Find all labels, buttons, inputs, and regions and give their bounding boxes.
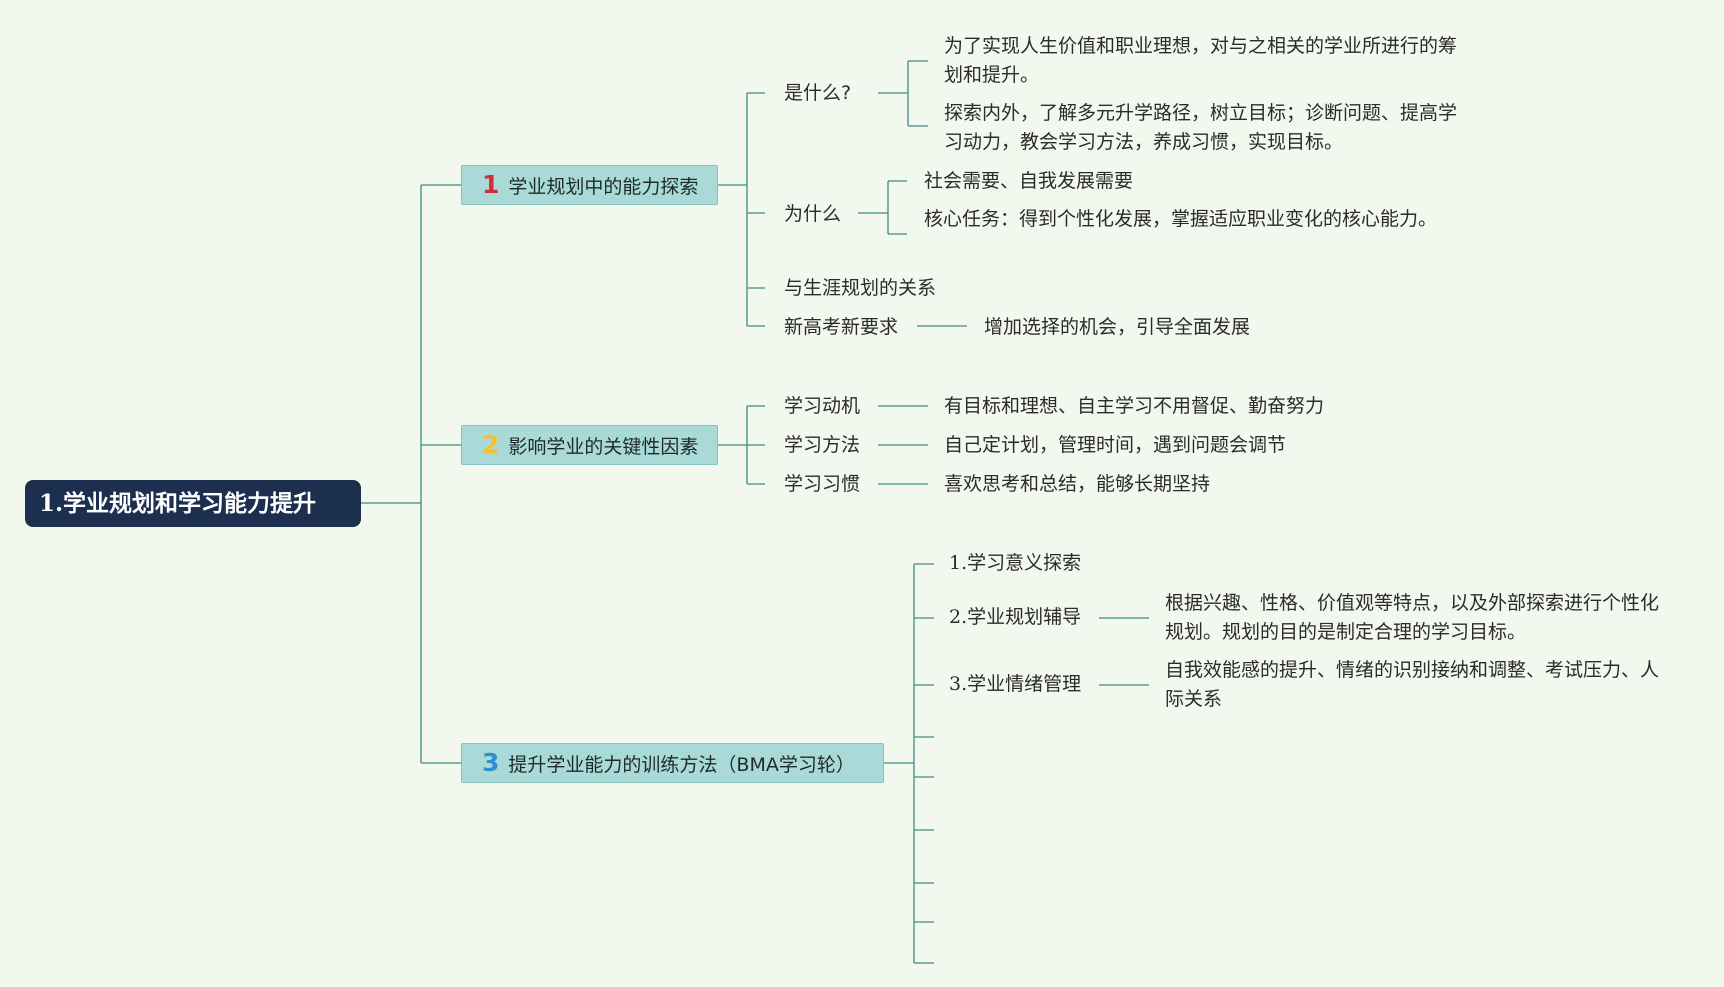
topic-why[interactable]: 为什么 <box>784 203 842 225</box>
factor-method-detail[interactable]: 自己定计划，管理时间，遇到问题会调节 <box>944 434 1287 456</box>
root-label: 1.学业规划和学习能力提升 <box>39 490 317 517</box>
method-emotion-detail[interactable]: 自我效能感的提升、情绪的识别接纳和调整、考试压力、人际关系 <box>1165 659 1660 710</box>
method-planning-detail[interactable]: 根据兴趣、性格、价值观等特点，以及外部探索进行个性化规划。规划的目的是制定合理的… <box>1165 592 1660 643</box>
branch-1-label: 学业规划中的能力探索 <box>508 176 699 198</box>
gaokao-detail[interactable]: 增加选择的机会，引导全面发展 <box>984 316 1251 338</box>
factor-motivation-detail[interactable]: 有目标和理想、自主学习不用督促、勤奋努力 <box>944 395 1325 417</box>
factor-habit-detail[interactable]: 喜欢思考和总结，能够长期坚持 <box>944 473 1211 495</box>
topic-career-relation[interactable]: 与生涯规划的关系 <box>784 277 937 299</box>
factor-motivation[interactable]: 学习动机 <box>784 395 861 417</box>
topic-what[interactable]: 是什么? <box>784 82 852 104</box>
branch-2-label: 影响学业的关键性因素 <box>508 436 699 458</box>
branch-3-label: 提升学业能力的训练方法（BMA学习轮） <box>508 754 855 776</box>
method-emotion[interactable]: 3.学业情绪管理 <box>949 673 1082 695</box>
branch-2-node[interactable]: 2 影响学业的关键性因素 <box>461 425 718 465</box>
branch-1-node[interactable]: 1 学业规划中的能力探索 <box>461 165 718 205</box>
factor-habit[interactable]: 学习习惯 <box>784 473 861 495</box>
factor-method[interactable]: 学习方法 <box>784 434 861 456</box>
why-detail-1[interactable]: 社会需要、自我发展需要 <box>924 170 1134 192</box>
branch-3-node[interactable]: 3 提升学业能力的训练方法（BMA学习轮） <box>461 743 884 783</box>
method-meaning[interactable]: 1.学习意义探索 <box>949 552 1082 574</box>
method-planning[interactable]: 2.学业规划辅导 <box>949 606 1082 628</box>
what-detail-1[interactable]: 为了实现人生价值和职业理想，对与之相关的学业所进行的筹划和提升。 <box>944 35 1458 86</box>
branch-1-number: 1 <box>482 170 500 199</box>
branch-2-number: 2 <box>482 430 500 459</box>
what-detail-2[interactable]: 探索内外，了解多元升学路径，树立目标；诊断问题、提高学习动力，教会学习方法，养成… <box>944 102 1458 153</box>
why-detail-2[interactable]: 核心任务：得到个性化发展，掌握适应职业变化的核心能力。 <box>924 208 1438 230</box>
branch-3-number: 3 <box>482 748 500 777</box>
root-node[interactable]: 1.学业规划和学习能力提升 <box>25 480 361 527</box>
topic-new-gaokao[interactable]: 新高考新要求 <box>784 316 899 338</box>
